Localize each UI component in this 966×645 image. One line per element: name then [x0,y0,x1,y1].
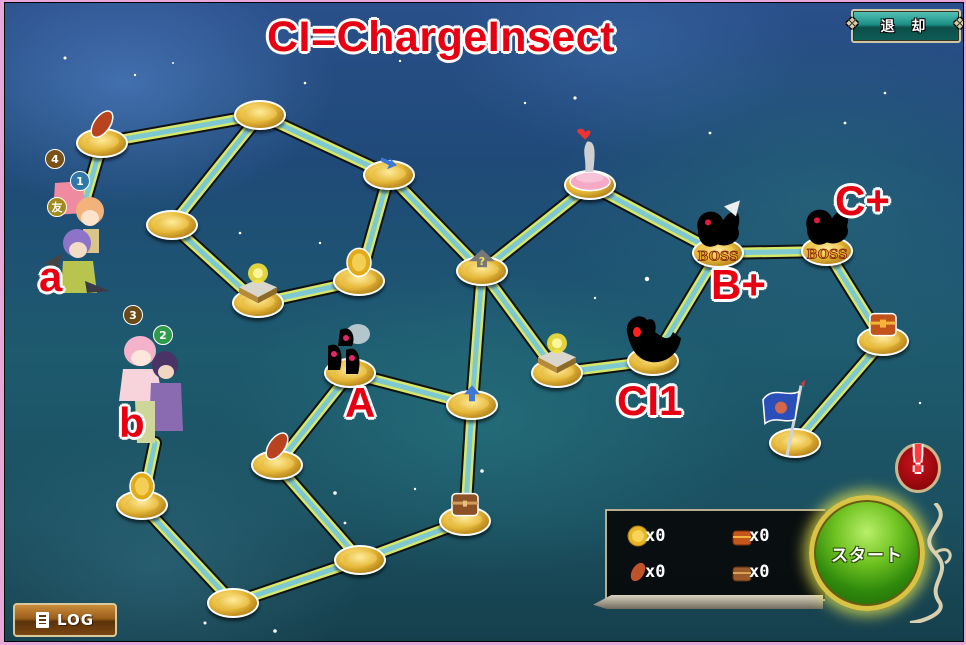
boss-insect-icon: BOSS [797,198,857,264]
map-node[interactable]: BOSS [692,200,744,268]
gold-coin-icon [344,246,374,282]
altar-icon [235,261,281,309]
goddess-statue-icon [567,128,613,202]
svg-text:?: ? [479,255,485,268]
map-node[interactable] [857,312,909,356]
gold-chest-icon [732,530,752,546]
map-node[interactable] [531,333,583,388]
map-node[interactable]: ? [456,249,508,286]
game-screen: ? BOSS BOSS 4 1 友 a 3 2 b [4,2,964,642]
map-node[interactable] [232,263,284,318]
map-node[interactable]: BOSS [801,198,853,266]
potion-pod-icon [262,429,292,467]
map-node[interactable] [334,545,386,575]
node-disc [446,390,498,420]
party-a-badge-slot: 1 [70,171,90,191]
label-charge-insect: CI1 [616,376,683,425]
map-node[interactable] [324,324,376,388]
log-button[interactable]: LOG [13,603,117,637]
arrow-down-right-icon [377,139,401,177]
panel-blade-decoration [593,595,823,609]
reward-gold-coin: x0 [627,525,665,547]
label-boss-c: C+ [834,176,890,225]
node-disc [769,428,821,458]
map-node[interactable] [333,247,385,296]
label-boss-b: B+ [710,260,766,309]
party-b-badge-slot: 2 [153,325,173,345]
gold-coin-icon [127,470,157,506]
label-party-b: b [118,398,145,447]
map-node[interactable] [251,432,303,480]
potion-pod-icon [630,562,646,582]
svg-text:BOSS: BOSS [697,249,738,262]
node-disc [334,545,386,575]
map-node[interactable] [446,385,498,420]
wood-chest-icon [732,566,752,582]
map-node[interactable] [626,316,681,376]
party-a-characters[interactable]: 4 1 友 [35,149,115,303]
wood-chest-icon [448,488,482,522]
potion-pod-icon [87,107,117,145]
boss-insect-icon: BOSS [688,200,748,266]
reward-wood-chest: x0 [731,561,769,583]
reward-potion-pod: x0 [627,561,665,583]
label-enemy-a: A [344,378,376,427]
party-b-badge-level: 3 [123,305,143,325]
rewards-panel [605,509,825,601]
map-node[interactable] [76,110,128,158]
map-node[interactable] [762,379,821,458]
map-node[interactable] [564,128,616,200]
alert-button[interactable]: ! [895,440,941,493]
map-node[interactable] [207,588,259,618]
reward-gold-chest: x0 [731,525,769,547]
node-disc [692,238,744,268]
goal-flag-icon [762,379,827,464]
gold-coin-icon [627,525,649,547]
arrow-up-icon [462,369,482,407]
svg-text:BOSS: BOSS [806,247,847,260]
party-b-characters[interactable]: 3 2 [105,303,195,453]
node-disc [207,588,259,618]
question-arrow-icon: ? [467,235,497,273]
map-node[interactable] [116,471,168,520]
gold-chest-icon [866,308,900,342]
map-node[interactable] [234,100,286,130]
retreat-button[interactable]: 退 却 [845,9,963,43]
map-node[interactable] [146,210,198,240]
label-party-a: a [38,252,63,301]
enemy-group-icon [322,324,378,384]
charge-insect-icon [621,312,685,372]
page-title: CI=ChargeInsect [266,12,616,62]
node-disc [234,100,286,130]
party-b-sprites-icon [119,336,183,443]
map-node[interactable] [363,157,415,190]
log-list-icon [35,612,49,628]
altar-icon [534,331,580,379]
map-node[interactable] [439,492,491,536]
ornament-frame-icon [909,503,952,623]
node-disc [146,210,198,240]
party-a-badge-level: 4 [45,149,65,169]
party-a-badge-friend: 友 [47,197,67,217]
start-button[interactable]: スタート [809,495,925,611]
